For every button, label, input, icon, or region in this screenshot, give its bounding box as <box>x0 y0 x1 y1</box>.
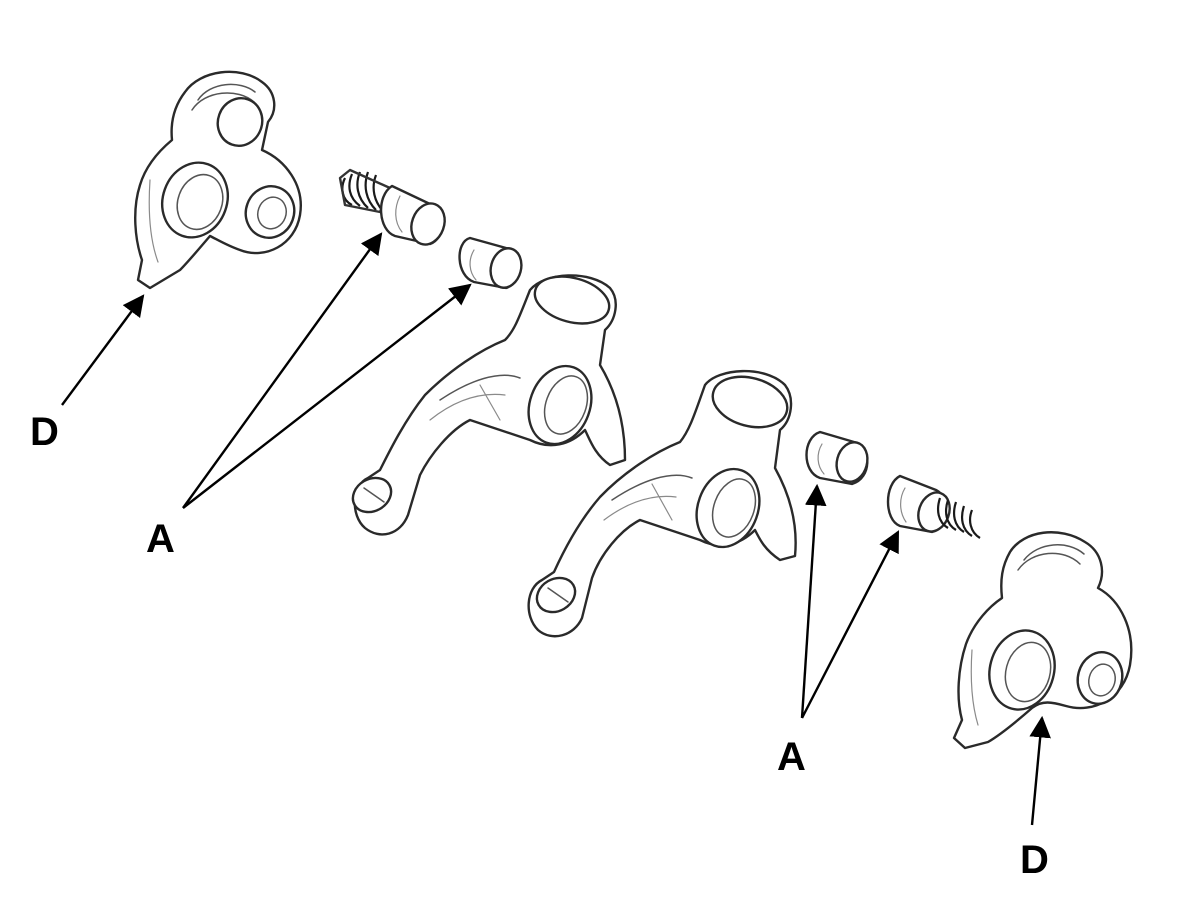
leader-a-left-plunger <box>182 232 383 509</box>
spring-plunger-left <box>338 168 446 246</box>
holder-bottom-right <box>952 531 1133 750</box>
leader-d-bottom <box>1029 715 1051 826</box>
leader-a-left-pin <box>182 283 472 509</box>
callout-a-left: A <box>146 517 175 561</box>
leader-d-top <box>61 294 145 406</box>
leader-a-right-plunger <box>800 530 900 719</box>
rocker-arm-left <box>351 274 627 536</box>
spring-plunger-right <box>886 474 981 539</box>
rocker-arm-right <box>527 369 797 638</box>
leader-a-right-pin <box>800 483 827 719</box>
callout-d-bottom: D <box>1020 838 1049 882</box>
holder-top-left <box>134 70 302 290</box>
pin-left <box>458 236 523 290</box>
callout-a-right: A <box>777 735 806 779</box>
pin-right <box>805 430 869 486</box>
callout-d-top: D <box>30 410 59 454</box>
